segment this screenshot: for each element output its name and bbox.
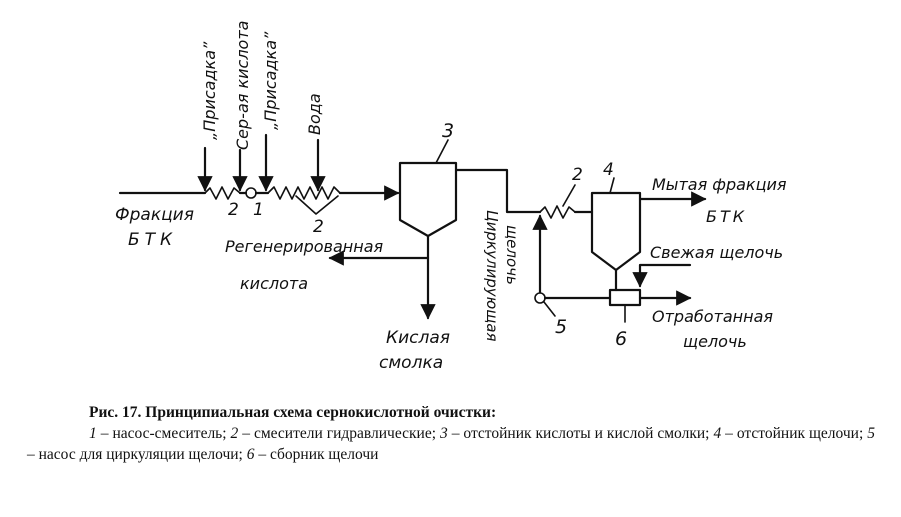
pump-mixer-1 [245, 187, 257, 199]
label-additive-2: „Присадка” [261, 31, 280, 130]
caption-text-4: – отстойник щелочи; [721, 425, 868, 442]
label-fraction-btk-2: БТК [128, 230, 177, 250]
caption-num-5: 5 [867, 425, 875, 442]
caption-text-1: – насос-смеситель; [96, 425, 231, 442]
mixer-2a [204, 186, 241, 200]
label-circ-alkali-2: щелочь [503, 225, 521, 285]
label-n6: 6 [615, 328, 627, 350]
caption-num-1: 1 [89, 425, 97, 442]
fresh-alkali-inlet [632, 263, 692, 288]
caption-text-6: – сборник щелочи [254, 446, 379, 463]
mixer-2b [267, 186, 341, 200]
label-washed-fraction-2: БТК [706, 207, 747, 226]
label-n4: 4 [603, 160, 614, 180]
label-fresh-alkali: Свежая щелочь [650, 243, 783, 262]
pump-5-leader [543, 301, 556, 317]
caption-text-5: – насос для циркуляции щелочи; [27, 446, 247, 463]
settler-4 [590, 191, 642, 272]
label-water: Вода [305, 93, 324, 135]
pump-5 [534, 292, 546, 304]
label-n2b: 2 [313, 217, 324, 237]
label-acid-tar-2: смолка [379, 353, 443, 373]
label-acid-tar: Кислая [386, 328, 450, 348]
settler-3-leader [435, 139, 449, 164]
figure-caption: Рис. 17. Принципиальная схема сернокисло… [27, 402, 875, 465]
label-additive-1: „Присадка” [200, 41, 219, 140]
label-regen-acid-2: кислота [240, 274, 308, 293]
settler-4-leader [609, 177, 615, 194]
caption-body: 1 – насос-смеситель; 2 – смесители гидра… [27, 423, 875, 465]
caption-num-6: 6 [246, 446, 255, 463]
caption-text-3: – отстойник кислоты и кислой смолки; [447, 425, 714, 442]
label-n2a: 2 [228, 200, 239, 220]
label-fraction-btk: Фракция [115, 205, 194, 225]
collector-6 [608, 288, 642, 307]
caption-text-2: – смесители гидравлические; [238, 425, 440, 442]
mixer-2c-leader [562, 184, 576, 207]
label-n5: 5 [555, 316, 567, 338]
process-diagram: Фракция БТК „Присадка” Сер-ая кислота „П… [115, 21, 787, 373]
caption-num-2: 2 [230, 425, 239, 442]
mixer-2c [539, 205, 576, 219]
label-washed-fraction: Мытая фракция [652, 175, 787, 194]
label-spent-alkali: Отработанная [652, 307, 773, 326]
line-3-to-4 [454, 168, 542, 214]
caption-num-3: 3 [439, 425, 448, 442]
label-sulfuric-acid: Сер-ая кислота [233, 21, 252, 150]
mixer-2b-bottom [295, 195, 339, 215]
label-spent-alkali-2: щелочь [683, 332, 747, 351]
caption-num-4: 4 [713, 425, 722, 442]
label-n2c: 2 [572, 165, 583, 185]
label-n3: 3 [442, 120, 454, 142]
label-circ-alkali: Циркулирующая [483, 210, 501, 342]
label-n1: 1 [253, 200, 264, 220]
caption-title: Рис. 17. Принципиальная схема сернокисло… [89, 404, 497, 421]
settler-3 [398, 161, 458, 238]
label-regen-acid: Регенерированная [225, 237, 384, 256]
